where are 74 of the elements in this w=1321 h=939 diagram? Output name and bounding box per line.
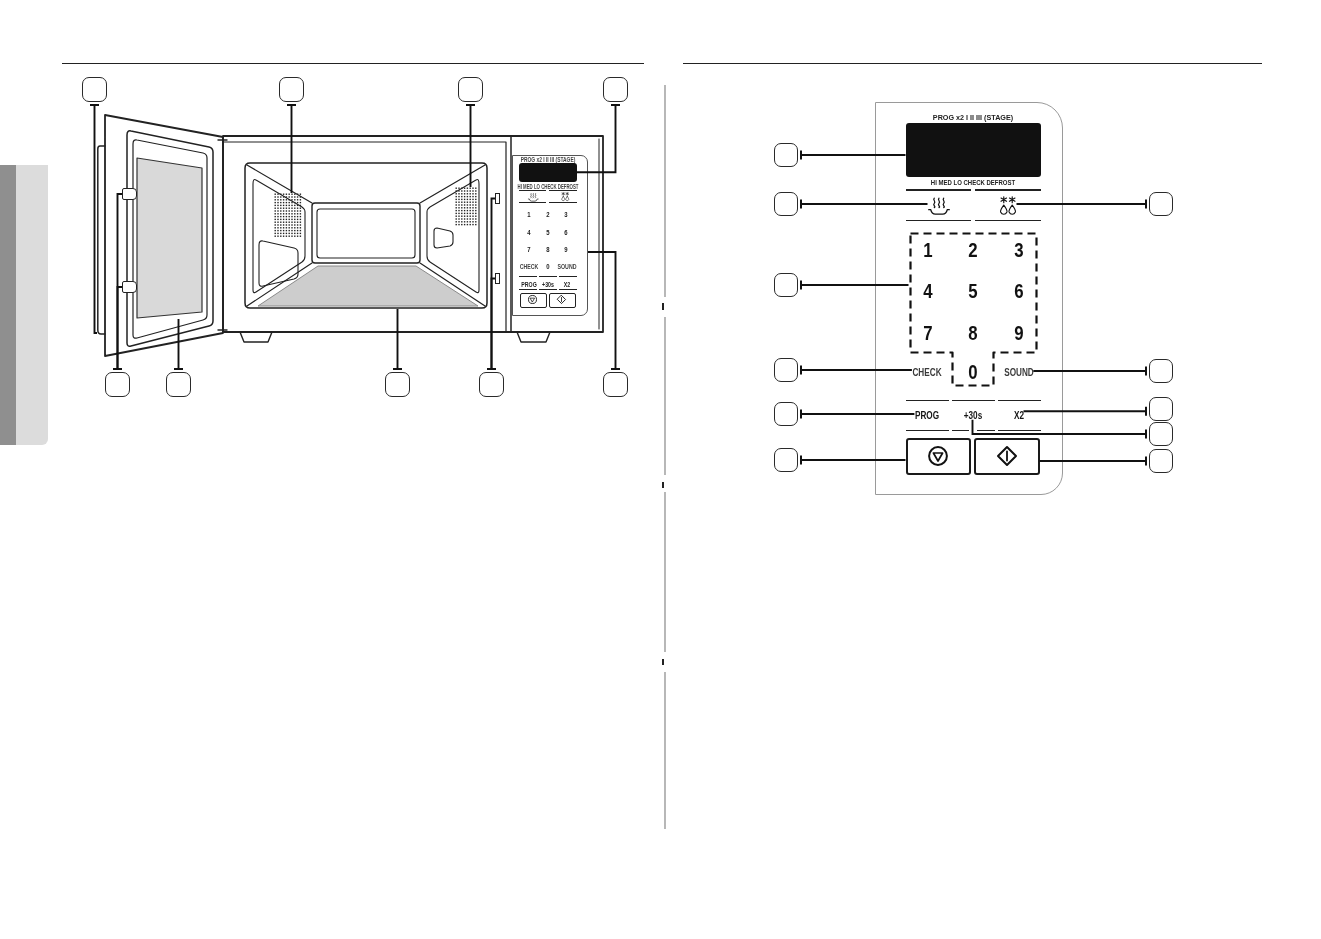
indicator-label: PROG x2 I II III (STAGE) [932, 113, 1013, 122]
leader-line [1022, 405, 1147, 417]
callout-box [774, 358, 798, 382]
leader-line [1038, 455, 1147, 467]
digit-label: 4 [922, 279, 933, 300]
indicator-label: HI MED LO CHECK DEFROST [930, 178, 1015, 187]
callout-box [279, 77, 304, 102]
leader-line [800, 279, 910, 291]
panel-button [905, 437, 971, 475]
key-label: CHECK [911, 366, 942, 377]
steam-bowl-icon [927, 196, 950, 215]
callout-box [774, 143, 798, 167]
panel-button [973, 437, 1040, 475]
callout-box [105, 372, 130, 397]
digit-label: 5 [967, 279, 978, 300]
callout-box [774, 402, 798, 426]
callout-box [603, 372, 628, 397]
leader-line [173, 318, 184, 370]
key-label: PROG [914, 409, 939, 420]
number-keypad [908, 231, 1038, 387]
leader-line [800, 454, 907, 466]
vent-grille [455, 187, 478, 227]
callout-box [774, 448, 798, 472]
callout-box [82, 77, 107, 102]
key-label: X2 [1013, 409, 1024, 420]
door-hook [122, 281, 137, 293]
side-tab [0, 165, 48, 445]
leader-line [800, 408, 916, 420]
leader-line [800, 198, 929, 210]
leader-line [800, 364, 913, 376]
callout-box [458, 77, 483, 102]
digit-label: 2 [967, 238, 978, 259]
leader-line [1032, 365, 1147, 377]
leader-line [800, 149, 907, 161]
display-screen [905, 122, 1041, 177]
digit-label: 8 [967, 321, 978, 342]
leader-line [575, 104, 621, 174]
callout-box [1149, 397, 1173, 421]
callout-box [1149, 449, 1173, 473]
digit-label: 0 [967, 360, 978, 381]
vent-grille [274, 193, 301, 238]
display-screen [518, 162, 577, 182]
leader-line [587, 251, 621, 370]
door-window [136, 156, 204, 319]
leader-line [465, 104, 476, 188]
control-panel [512, 155, 588, 316]
latch-slot [495, 273, 500, 284]
callout-box [1149, 422, 1173, 446]
leader-line [392, 308, 403, 370]
callout-box [603, 77, 628, 102]
callout-box [385, 372, 410, 397]
digit-label: 6 [1013, 279, 1024, 300]
oven-door [97, 113, 225, 358]
callout-box [1149, 192, 1173, 216]
callout-box [166, 372, 191, 397]
callout-box [479, 372, 504, 397]
digit-label: 1 [922, 238, 933, 259]
leader-line [89, 104, 100, 334]
door-hook [122, 188, 137, 200]
leader-line [286, 104, 297, 194]
leader-line [971, 418, 1147, 440]
callout-box [774, 192, 798, 216]
latch-slot [495, 193, 500, 204]
snowflake-drops-icon [998, 195, 1017, 215]
control-panel [875, 102, 1063, 495]
digit-label: 3 [1013, 238, 1024, 259]
callout-box [774, 273, 798, 297]
leader-line [1015, 198, 1147, 210]
key-label: SOUND [1003, 366, 1034, 377]
digit-label: 7 [922, 321, 933, 342]
key-label: +30s [963, 409, 982, 420]
callout-box [1149, 359, 1173, 383]
cooking-tray [255, 264, 481, 309]
digit-label: 9 [1013, 321, 1024, 342]
